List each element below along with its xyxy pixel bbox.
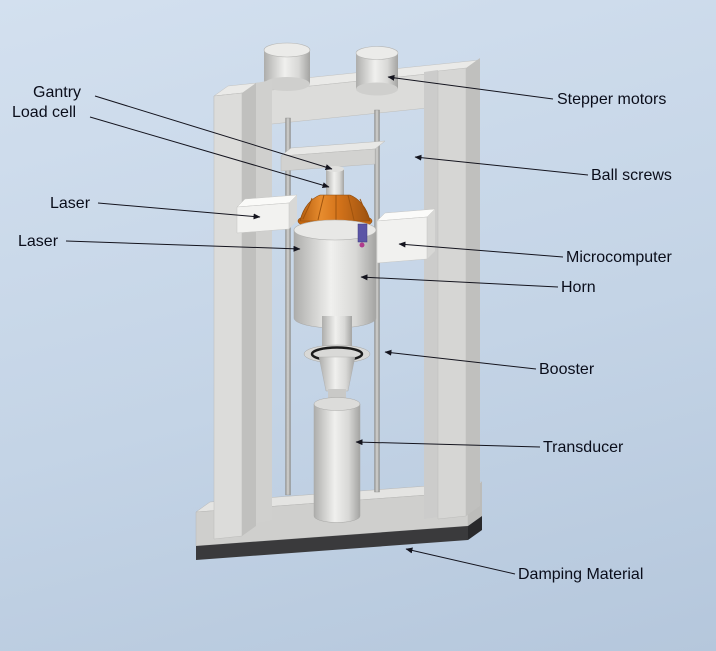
- laser-front-face: [236, 202, 290, 234]
- coupling-rib: [302, 197, 313, 220]
- inner-left-post: [256, 80, 272, 523]
- load-cell-top: [326, 166, 344, 172]
- sensor-body: [357, 223, 368, 243]
- gantry-plate: [280, 140, 386, 172]
- microcomputer-front-face: [376, 216, 428, 264]
- label-damping-material: Damping Material: [518, 566, 644, 583]
- laser-sensor: [357, 223, 368, 248]
- motor-bottom: [356, 82, 398, 96]
- label-microcomputer: Microcomputer: [566, 249, 672, 266]
- leader-laser-lower: [65, 240, 301, 252]
- coupling-dome: [299, 194, 371, 222]
- leader-transducer: [355, 439, 541, 448]
- microcomputer-side-face: [427, 209, 435, 259]
- coupling-rib: [317, 194, 325, 221]
- laser-box: [236, 194, 298, 234]
- stepper-motor-right: [355, 46, 399, 96]
- leader-damping-material: [405, 547, 516, 575]
- horn-cylinder: [293, 219, 377, 329]
- gantry-front-face: [280, 148, 376, 172]
- leader-gantry: [94, 95, 333, 170]
- label-horn: Horn: [561, 279, 596, 296]
- coupling-rib: [347, 194, 355, 221]
- label-laser-upper: Laser: [50, 195, 91, 212]
- right-post-front: [437, 67, 467, 520]
- damping-material-plate: [196, 526, 468, 560]
- leader-stepper-motors: [387, 74, 554, 100]
- motor-bottom: [264, 77, 310, 91]
- stepper-motor-left: [263, 42, 311, 91]
- inner-right-post: [424, 70, 438, 519]
- label-laser-lower: Laser: [18, 233, 59, 250]
- leader-load-cell: [89, 116, 330, 189]
- label-ball-screws: Ball screws: [591, 167, 672, 184]
- sensor-tip: [359, 242, 365, 248]
- load-cell-body: [326, 169, 344, 197]
- leader-booster: [384, 349, 537, 370]
- transducer-top: [313, 397, 361, 411]
- transducer-body: [313, 403, 361, 523]
- label-transducer: Transducer: [543, 439, 624, 456]
- ball-screw-left: [285, 117, 291, 496]
- load-cell: [326, 166, 344, 197]
- left-post-side: [242, 83, 256, 536]
- leader-laser-upper: [97, 202, 261, 220]
- frame-posts: [213, 58, 480, 540]
- motor-top: [263, 42, 311, 58]
- transducer-cylinder: [313, 397, 361, 523]
- microcomputer-box: [376, 208, 436, 264]
- horn-top-rim: [293, 219, 377, 241]
- coupling-rib: [359, 198, 369, 220]
- laser-side-face: [289, 195, 297, 229]
- leader-horn: [360, 274, 559, 288]
- right-post-side: [466, 58, 480, 516]
- leader-ball-screws: [414, 154, 589, 176]
- label-gantry: Gantry: [33, 84, 82, 101]
- leader-microcomputer: [398, 241, 564, 258]
- booster-cone: [318, 356, 356, 392]
- leader-lines: [65, 74, 589, 575]
- label-load-cell: Load cell: [12, 104, 77, 121]
- motor-top: [355, 46, 399, 60]
- left-post-front: [213, 92, 243, 540]
- damping-material-side: [468, 516, 482, 540]
- label-stepper-motors: Stepper motors: [557, 91, 667, 108]
- booster-assembly: [303, 316, 371, 403]
- label-booster: Booster: [539, 361, 595, 378]
